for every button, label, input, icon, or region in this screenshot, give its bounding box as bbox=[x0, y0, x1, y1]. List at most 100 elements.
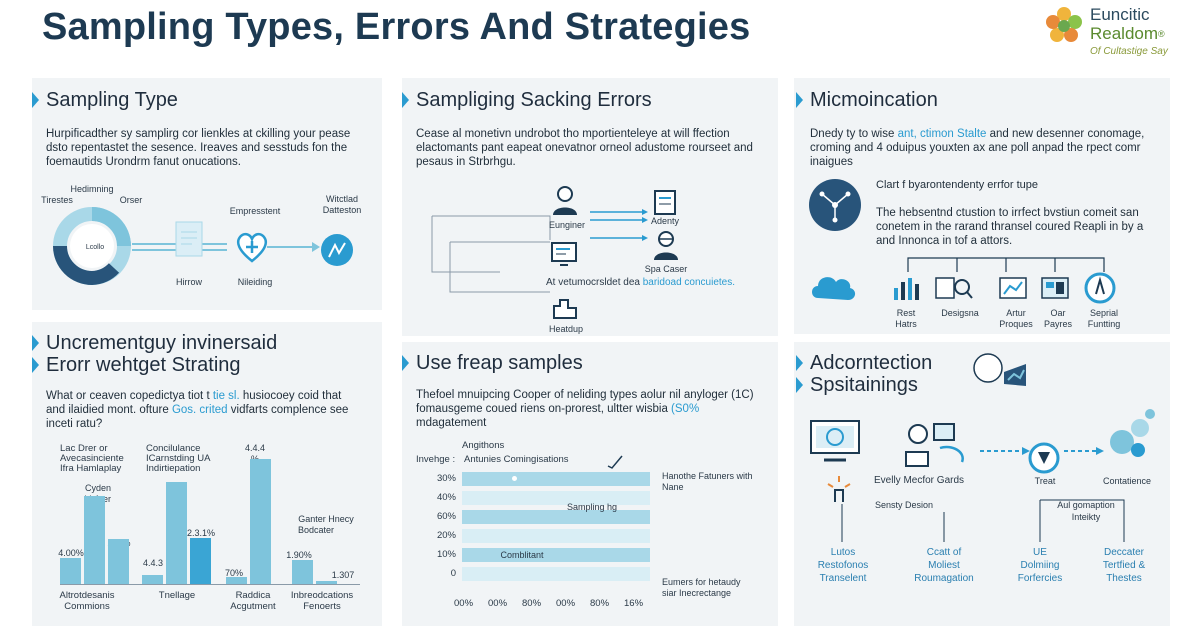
marker-dot bbox=[512, 476, 517, 481]
legend-2: Avecasinciente bbox=[60, 453, 124, 464]
legend-c: Antunies Comingisations bbox=[464, 454, 569, 465]
chart-bar bbox=[142, 575, 163, 584]
arrow-connector bbox=[132, 242, 320, 252]
panel-use-samples: Use freap samples Thefoel mnuipcing Coop… bbox=[402, 342, 778, 626]
label-orser: Orser bbox=[119, 195, 143, 205]
panel-title: Micmoincation bbox=[796, 89, 938, 111]
network-circle-icon bbox=[809, 179, 861, 231]
search-docs-icon bbox=[935, 277, 973, 299]
error-note: At vetumocrsldet dea baridoad concuietes… bbox=[546, 277, 736, 288]
label-emp: Empresstent bbox=[229, 206, 281, 216]
panel-text-line-2: dsto repentastet the sesence. Ireaves an… bbox=[46, 142, 348, 154]
cloud-network-icon bbox=[812, 277, 856, 300]
panel-text-line-2: croming and 4 oduipus youxten ax ane pol… bbox=[810, 142, 1141, 154]
hand-icon bbox=[553, 299, 577, 319]
x-tick-label: 00% bbox=[556, 598, 576, 609]
panel-error-strategies: Uncrementguy invinersaid Erorr wehtget S… bbox=[31, 322, 382, 626]
panel-text-line-1: Hurpificadther sy samplirg cor lienkles … bbox=[46, 128, 351, 140]
bar-label-1: Sampling hg bbox=[566, 502, 618, 512]
chart-doc-icon bbox=[999, 277, 1027, 299]
chart-bar bbox=[250, 459, 271, 584]
label-5: 4.4.3 bbox=[142, 558, 164, 568]
label-right: Witctlad Datteston bbox=[322, 194, 362, 215]
panel-title: Sampliging Sacking Errors bbox=[402, 89, 652, 111]
legend-5: ICarnstding UA bbox=[146, 453, 211, 464]
label-sensty: Sensty Desion bbox=[874, 500, 934, 510]
subhead: Clart f byarontendenty errfor tupe bbox=[876, 179, 1039, 191]
legend-b: Invehge : bbox=[416, 454, 456, 465]
panel-text-line-1: Thefoel mnuipcing Cooper of neliding typ… bbox=[416, 389, 754, 401]
panel-text-line-3: foemautids Urondrm fanut onucations. bbox=[46, 156, 241, 168]
hbar bbox=[462, 548, 650, 562]
label-adenty: Adenty bbox=[650, 216, 680, 226]
panel-title-2: Spsitainings bbox=[796, 374, 918, 396]
x-tick-label: 00% bbox=[488, 598, 508, 609]
x-tick-label: 80% bbox=[522, 598, 542, 609]
label-190: 1.90% bbox=[286, 550, 312, 560]
label-enginer: Eunginer bbox=[548, 220, 586, 230]
chart-bar bbox=[84, 496, 105, 584]
label-cont: Contatience bbox=[1102, 476, 1152, 486]
page-title: Sampling Types, Errors And Strategies bbox=[42, 6, 751, 48]
chart-bar bbox=[190, 538, 211, 584]
chart-bar bbox=[226, 577, 247, 584]
y-tick-label: 30% bbox=[436, 473, 456, 484]
xlabel-2: Tnellage bbox=[158, 590, 196, 601]
label-1307: 1.307 bbox=[331, 570, 355, 580]
panel-text-line-3: pesaus in Strbrhgu. bbox=[416, 156, 516, 168]
spark-icon bbox=[827, 476, 851, 502]
flow-arrow bbox=[980, 447, 1030, 455]
donut-center-label: Lcollo bbox=[85, 244, 105, 251]
x-tick-label: 80% bbox=[590, 598, 610, 609]
panel-title: Use freap samples bbox=[402, 352, 583, 374]
monitor-icon bbox=[551, 242, 577, 266]
y-tick-label: 60% bbox=[436, 511, 456, 522]
label-cyden: Cyden bbox=[84, 483, 111, 493]
right-note-d: siar Inecrectange bbox=[662, 588, 732, 598]
legend-6: Indirtiepation bbox=[146, 463, 201, 474]
label-bodcater: Bodcater bbox=[297, 525, 335, 535]
y-tick-label: 20% bbox=[436, 530, 456, 541]
panel-adcorntection: Adcorntection Spsitainings Evelly Mecfor… bbox=[794, 342, 1170, 626]
icon-label-2: Desigsna bbox=[941, 308, 979, 318]
sampling-donut-chart bbox=[53, 207, 131, 286]
brand-logo: Euncitic Realdom® Of Cultastige Say bbox=[1040, 4, 1190, 60]
legend-4: Concilulance bbox=[146, 443, 201, 454]
panel-micmoincation: Micmoincation Dnedy ty to wise ant, ctim… bbox=[794, 78, 1170, 334]
chart-bar bbox=[60, 558, 81, 584]
right-note-a: Hanothe Fatuners with bbox=[662, 471, 753, 481]
right-note-c: Eumers for hetaudy bbox=[662, 577, 741, 587]
hbar bbox=[462, 472, 650, 486]
brand-tagline: Of Cultastige Say bbox=[1090, 46, 1168, 57]
panel-text-line-1: What or ceaven copedictya tiot t tie sl.… bbox=[46, 390, 342, 402]
panel-sampling-type: Sampling Type Hurpificadther sy samplirg… bbox=[32, 78, 382, 310]
label-nileiding: Nileiding bbox=[237, 277, 273, 287]
brand-name-1: Euncitic bbox=[1090, 5, 1150, 24]
hbar bbox=[462, 529, 650, 543]
y-tick-label: 40% bbox=[436, 492, 456, 503]
document-icon bbox=[175, 221, 203, 257]
y-tick-label: 10% bbox=[436, 549, 456, 560]
label-treat: Treat bbox=[1034, 476, 1056, 486]
label-left: Tirestes bbox=[41, 195, 73, 205]
hbar bbox=[462, 491, 650, 505]
label-top: Hedimning bbox=[70, 184, 114, 194]
label-ganter: Ganter Hnecy bbox=[298, 514, 354, 524]
sub-text-2: conetem in the rarand thransel coured Re… bbox=[876, 221, 1144, 233]
bottom-connectors bbox=[841, 499, 1125, 542]
panel-text-line-2: fomausgeme coued riens on-prorest, ultte… bbox=[416, 403, 700, 415]
label-70: 70% bbox=[224, 568, 243, 578]
x-tick-label: 16% bbox=[624, 598, 644, 609]
chart-baseline bbox=[60, 584, 360, 585]
label-hirrow: Hirrow bbox=[176, 277, 202, 287]
checkmark-icon bbox=[607, 455, 623, 469]
label-spa: Spa Caser bbox=[644, 264, 688, 274]
panel-text-line-3: mdagatement bbox=[416, 417, 487, 429]
